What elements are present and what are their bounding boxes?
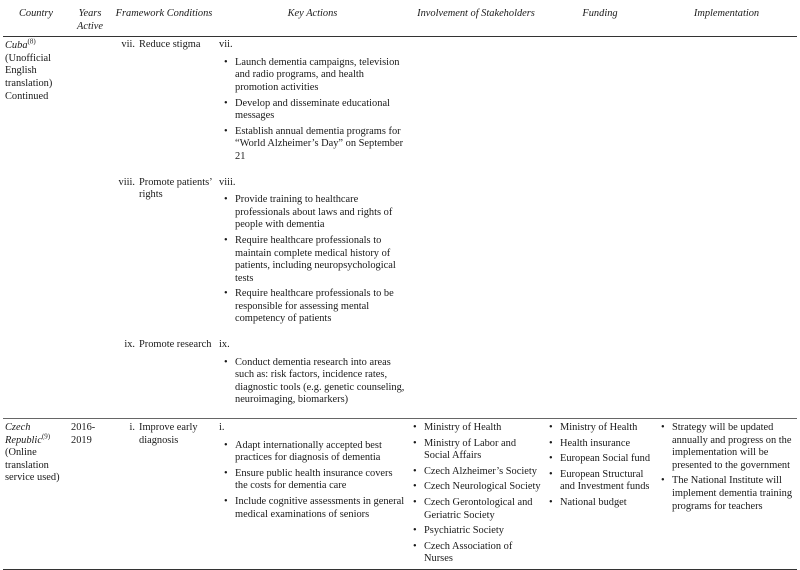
funding-cell: Ministry of Health Health insurance Euro… — [544, 418, 656, 570]
list-item: Require healthcare professionals to main… — [221, 235, 406, 285]
key-actions-cell: ix. Conduct dementia research into areas… — [217, 337, 408, 418]
list-item: National budget — [546, 497, 654, 510]
action-group-number: ix. — [219, 339, 230, 351]
implementation-cell: Strategy will be updated annually and pr… — [656, 418, 797, 570]
list-item: European Social fund — [546, 453, 654, 466]
action-group-number: viii. — [219, 176, 236, 188]
framework-cell: viii. Promote patients’ rights — [111, 175, 217, 338]
list-item: Adapt internationally accepted best prac… — [221, 440, 406, 465]
list-item: Ensure public health insurance covers th… — [221, 468, 406, 493]
condition-number: vii. — [121, 39, 135, 51]
condition-label: Improve early diagnosis — [139, 422, 198, 446]
list-item: Establish annual dementia programs for “… — [221, 126, 406, 164]
header-key-actions: Key Actions — [217, 6, 408, 38]
country-note: (Unofficial English translation) Continu… — [5, 52, 53, 102]
strategy-table: Country Years Active Framework Condition… — [3, 6, 797, 570]
list-item: Ministry of Health — [410, 422, 542, 435]
list-item: Ministry of Health — [546, 422, 654, 435]
list-item: Require healthcare professionals to be r… — [221, 288, 406, 326]
funding-cell — [544, 37, 656, 419]
list-item: Czech Neurological Society — [410, 481, 542, 494]
country-name: Cuba — [5, 40, 28, 52]
stakeholders-cell: Ministry of Health Ministry of Labor and… — [408, 418, 544, 570]
stakeholders-cell — [408, 37, 544, 419]
list-item: Strategy will be updated annually and pr… — [658, 422, 795, 472]
framework-cell: i.Improve early diagnosis — [111, 418, 217, 570]
condition-label: Reduce stigma — [139, 39, 201, 51]
table-row: viii. Promote patients’ rights viii. Prov… — [3, 175, 797, 338]
key-actions-cell: viii. Provide training to healthcare pro… — [217, 175, 408, 338]
key-actions-cell: vii. Launch dementia campaigns, televisi… — [217, 37, 408, 175]
list-item: Provide training to healthcare professio… — [221, 194, 406, 232]
condition-number: viii. — [118, 176, 135, 188]
header-stakeholders: Involvement of Stakeholders — [408, 6, 544, 38]
list-item: Czech Alzheimer’s Society — [410, 466, 542, 479]
country-name: Czech Republic — [5, 422, 42, 446]
list-item: Launch dementia campaigns, television an… — [221, 57, 406, 95]
condition-label: Promote research — [139, 339, 212, 351]
list-item: Health insurance — [546, 438, 654, 451]
country-cell-czech: Czech Republic(9) (Online translation se… — [3, 418, 69, 570]
list-item: The National Institute will implement de… — [658, 475, 795, 513]
country-note: (Online translation service used) — [5, 447, 60, 484]
action-group-number: i. — [219, 422, 225, 434]
list-item: European Structural and Investment funds — [546, 469, 654, 494]
header-row: Country Years Active Framework Condition… — [3, 6, 797, 38]
list-item: Include cognitive assessments in general… — [221, 496, 406, 521]
list-item: Psychiatric Society — [410, 525, 542, 538]
condition-number: ix. — [124, 339, 135, 351]
country-cell-cuba: Cuba(8) (Unofficial English translation)… — [3, 37, 69, 419]
framework-cell: ix. Promote research — [111, 337, 217, 418]
condition-number: i. — [129, 422, 136, 434]
header-country: Country — [3, 6, 69, 38]
table-row: Cuba(8) (Unofficial English translation)… — [3, 37, 797, 175]
key-actions-cell: i. Adapt internationally accepted best p… — [217, 418, 408, 570]
header-funding: Funding — [544, 6, 656, 38]
action-group-number: vii. — [219, 39, 233, 51]
header-years: Years Active — [69, 6, 111, 38]
list-item: Develop and disseminate educational mess… — [221, 98, 406, 123]
list-item: Czech Gerontological and Geriatric Socie… — [410, 497, 542, 522]
header-implementation: Implementation — [656, 6, 797, 38]
table-row: Czech Republic(9) (Online translation se… — [3, 418, 797, 570]
header-framework: Framework Conditions — [111, 6, 217, 38]
implementation-cell — [656, 37, 797, 419]
framework-cell: vii. Reduce stigma — [111, 37, 217, 175]
years-cell: 2016-2019 — [69, 418, 111, 570]
list-item: Ministry of Labor and Social Affairs — [410, 438, 542, 463]
years-cell — [69, 37, 111, 419]
reference-marker: (9) — [41, 432, 51, 441]
list-item: Conduct dementia research into areas suc… — [221, 357, 406, 407]
list-item: Czech Association of Nurses — [410, 541, 542, 566]
reference-marker: (8) — [27, 37, 36, 46]
table-row: ix. Promote research ix. Conduct dementia… — [3, 337, 797, 418]
condition-label: Promote patients’ rights — [139, 176, 212, 201]
